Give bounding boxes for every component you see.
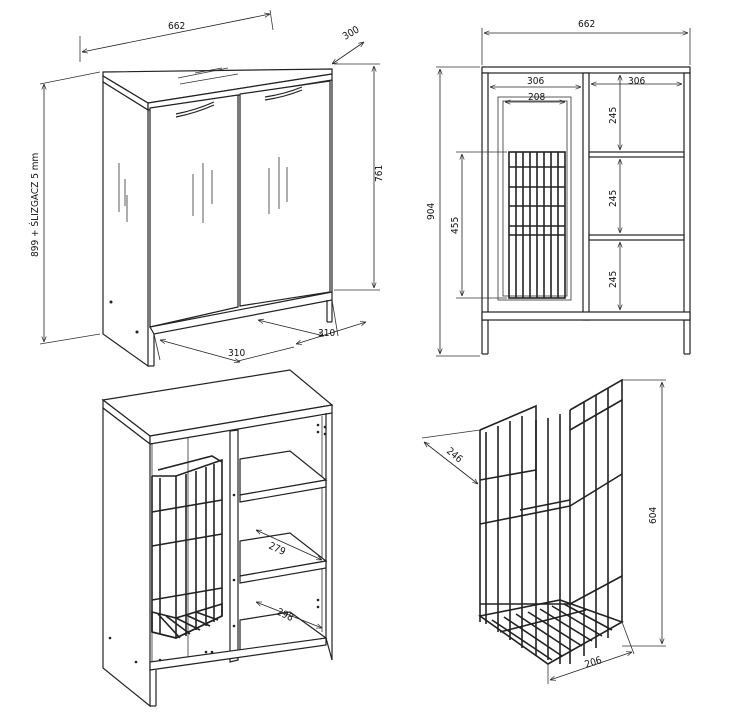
open-cabinet-dowel-holes — [108, 423, 327, 664]
cabinet-left-side — [102, 80, 149, 368]
elevation-top — [481, 66, 691, 74]
elevation-shelf-upper — [588, 151, 685, 158]
elevation-left-side — [481, 72, 489, 321]
closed-cabinet-view: 662 300 899 + ŚLIZGACZ 5 mm 761 310 310 — [28, 9, 385, 368]
elevation-height-label: 904 — [426, 203, 437, 220]
basket-wire-frame — [478, 378, 624, 665]
elevation-basket-width-label: 208 — [528, 92, 545, 103]
elevation-right-compartment-label: 306 — [628, 76, 645, 87]
front-elevation-view: 662 306 306 208 904 455 245 245 245 — [426, 19, 691, 357]
closed-height-label: 899 + ŚLIZGACZ 5 mm — [28, 153, 41, 257]
closed-door-height-label: 761 — [374, 165, 385, 182]
elevation-basket-height-label: 455 — [450, 217, 461, 234]
closed-depth-label: 300 — [341, 24, 362, 42]
elevation-right-side — [683, 72, 691, 321]
elevation-basket-wires — [508, 151, 566, 299]
open-cabinet-left-side — [102, 406, 151, 708]
left-door-handle — [175, 101, 215, 115]
basket-detail-view: 246 604 206 — [421, 378, 666, 684]
door-reflection-lines — [118, 157, 288, 223]
closed-width-label: 662 — [168, 21, 185, 32]
right-door-handle — [264, 86, 303, 98]
elevation-shelf-gap-mid-label: 245 — [608, 190, 619, 207]
basket-height-label: 604 — [648, 507, 659, 524]
open-cabinet-basket — [151, 455, 223, 639]
right-door — [239, 80, 331, 307]
elevation-shelf-gap-bottom-label: 245 — [608, 271, 619, 288]
basket-width-label: 206 — [584, 655, 604, 671]
elevation-width-label: 662 — [578, 19, 595, 30]
open-cabinet-view: 279 298 — [101, 369, 334, 708]
closed-leg-span-side-label: 310 — [318, 328, 335, 339]
left-door — [149, 94, 239, 328]
open-cabinet-divider — [229, 429, 239, 663]
elevation-shelf-lower — [588, 234, 685, 241]
elevation-shelf-gap-top-label: 245 — [608, 107, 619, 124]
elevation-left-compartment-label: 306 — [527, 76, 544, 87]
elevation-bottom — [481, 311, 691, 321]
basket-depth-label: 246 — [444, 446, 464, 466]
closed-leg-span-front-label: 310 — [228, 348, 245, 359]
elevation-divider — [582, 72, 590, 321]
